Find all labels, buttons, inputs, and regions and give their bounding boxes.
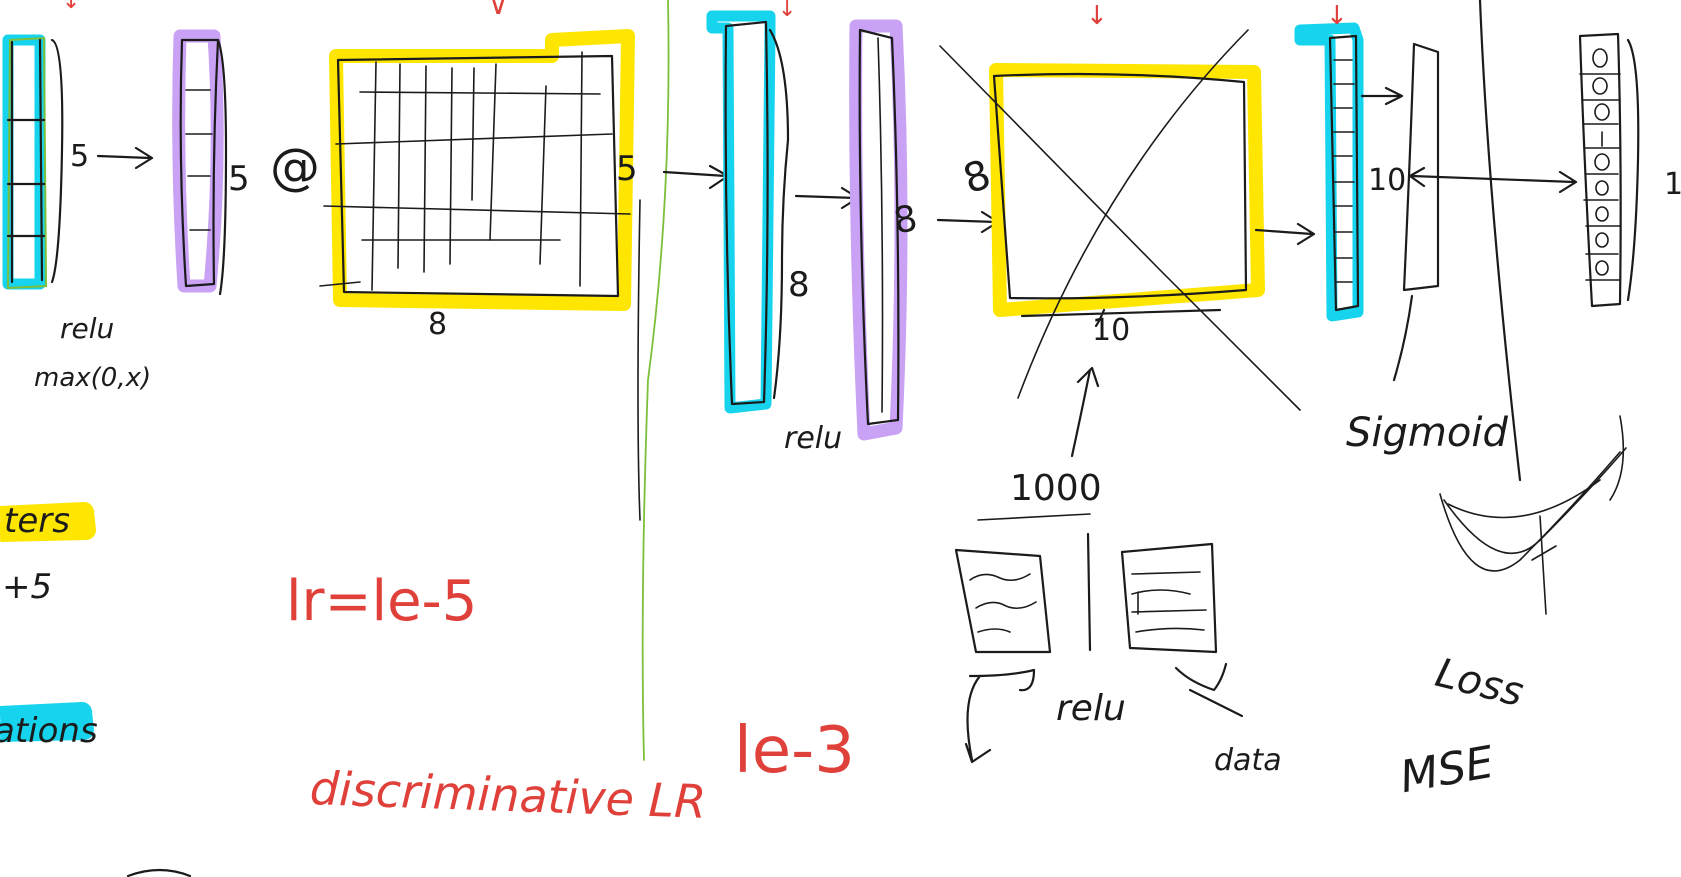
arrow-right-icon [662, 164, 730, 190]
legend-parameters-label: ters [4, 501, 70, 541]
data-source-left [954, 548, 1052, 764]
relu-label-2: relu [784, 421, 842, 456]
arrow-right-icon [96, 146, 154, 170]
section-divider [641, 0, 670, 761]
target-vector [1578, 32, 1640, 308]
sigmoid-output-vector [1402, 42, 1440, 292]
matrix-1-rows-label: 5 [616, 149, 638, 189]
output-dim-label: 10 [1368, 163, 1406, 198]
section-divider-ink [637, 199, 641, 521]
separator-line [1086, 532, 1092, 652]
weight-matrix-1 [319, 29, 635, 311]
red-arrow-marker: ↓ [1326, 1, 1348, 31]
matrix-2-cols-label: 10 [1092, 313, 1130, 348]
sigmoid-label: Sigmoid [1346, 410, 1508, 456]
weight-matrix-2-crossed [939, 29, 1301, 411]
legend-plus5-label: +5 [2, 567, 52, 607]
dataset-size-label: 1000 [1010, 468, 1102, 509]
relu-output-vector [172, 29, 228, 296]
legend-parameters-swatch [0, 502, 96, 542]
data-source-right [1120, 542, 1244, 718]
brace [216, 38, 228, 296]
activation-2-dim-label: 8 [788, 265, 810, 305]
red-arrow-marker: ↓ [1086, 1, 1108, 31]
data-label: data [1214, 743, 1282, 778]
cross-out-line [1017, 29, 1249, 399]
pointer-line [1392, 294, 1414, 382]
arrow-right-icon [936, 210, 1000, 234]
arrow-right-icon [794, 186, 860, 210]
output-activation-vector [1294, 22, 1364, 322]
relu-vector-2 [849, 19, 908, 441]
arrow-up-icon [1070, 366, 1100, 458]
matmul-symbol: @ [270, 138, 320, 196]
arrow-right-icon [1254, 222, 1316, 246]
underline [977, 513, 1091, 521]
stroke-fragment [126, 868, 192, 877]
brace [1626, 38, 1640, 302]
target-dim-label: 1( [1664, 167, 1681, 202]
legend-activations-swatch [0, 702, 94, 742]
relu-label-3: relu [1056, 688, 1126, 729]
legend-activations-label: ations [0, 711, 98, 751]
relu-label-1: relu [60, 312, 114, 345]
matrix-1-cols-label: 8 [428, 307, 447, 342]
mse-label: MSE [1396, 737, 1497, 804]
red-arrow-marker: ↓ [62, 0, 80, 14]
red-arrow-marker: ↓ [778, 0, 796, 22]
learning-rate-2-label: le-3 [734, 714, 855, 788]
discriminative-lr-label: discriminative LR [309, 761, 707, 829]
input-dim-label: 5 [70, 139, 89, 174]
loss-label: Loss [1431, 650, 1528, 716]
brace [50, 38, 64, 284]
relu-dim-label: 5 [228, 159, 250, 199]
legend: ters +5 ations [0, 501, 98, 751]
loss-curve-sketch [1439, 415, 1627, 615]
cross-out-line [939, 45, 1301, 411]
input-activation-vector [2, 34, 64, 290]
brace [768, 28, 790, 400]
relu-formula: max(0,x) [34, 363, 151, 393]
red-arrow-marker: ∨ [488, 0, 509, 21]
arrow-right-icon [1360, 86, 1404, 106]
learning-rate-label: lr=le-5 [286, 569, 477, 634]
divider-line [1478, 0, 1522, 482]
activation-vector-2 [706, 10, 790, 414]
double-arrow-icon [1408, 166, 1578, 194]
